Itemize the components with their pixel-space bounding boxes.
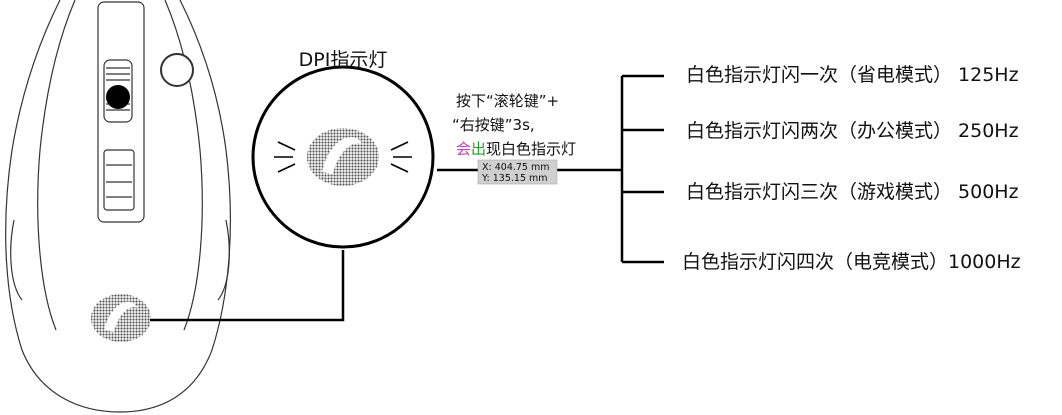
dpi-button xyxy=(160,53,194,87)
measure-tooltip: X: 404.75 mm Y: 135.15 mm xyxy=(477,159,558,185)
instruction-line1: 按下“滚轮键”+ xyxy=(456,92,559,110)
instruction-word-rest: 现白色指示灯 xyxy=(486,140,576,158)
dareu-logo-icon xyxy=(91,294,151,342)
scroll-wheel-dot xyxy=(106,85,130,109)
instruction-line3: 会出现白色指示灯 xyxy=(456,140,576,158)
instruction-line2: “右按键”3s, xyxy=(452,116,535,134)
mode-label-500hz: 白色指示灯闪三次（游戏模式） 500Hz xyxy=(686,181,1019,203)
mode-label-250hz: 白色指示灯闪两次（办公模式） 250Hz xyxy=(686,120,1019,142)
glow-rays-left xyxy=(274,141,296,173)
measure-y: Y: 135.15 mm xyxy=(481,173,548,184)
instruction-word-chu: 出 xyxy=(471,140,486,158)
glow-rays-right xyxy=(390,141,412,173)
mode-label-1000hz: 白色指示灯闪四次（电竞模式）1000Hz xyxy=(682,251,1021,273)
measure-x: X: 404.75 mm xyxy=(482,162,550,173)
dpi-indicator-logo-icon xyxy=(307,128,379,186)
instruction-word-hui: 会 xyxy=(456,140,471,158)
mode-label-125hz: 白色指示灯闪一次（省电模式） 125Hz xyxy=(686,64,1019,86)
logo-connector-line xyxy=(150,250,345,322)
dpi-label: DPI指示灯 xyxy=(299,49,388,71)
mouse-illustration xyxy=(5,0,231,413)
